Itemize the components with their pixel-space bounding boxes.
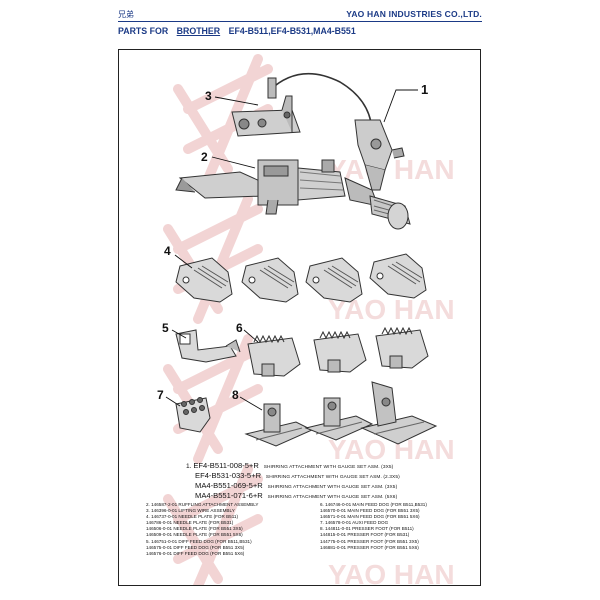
assembly-part-number: EF4-B531-033-5+R <box>195 471 262 480</box>
assembly-description: SHIRRING ATTACHMENT WITH GAUGE SET ASM. … <box>267 495 398 500</box>
parts-list-item: 146576-0-01 DIFF FEED DOG (FOR B551 5X6) <box>146 550 245 556</box>
part-2-ruffling-attachment <box>175 159 411 230</box>
assembly-part-number: EF4-B511-008-5+R <box>193 461 259 470</box>
parts-list-item: 146570-0-01 MAIN FEED DOG (FOR B551 3X5) <box>320 508 420 514</box>
parts-list-item: 146506-0-01 NEEDLE PLATE (FOR B551 3X5) <box>146 526 243 532</box>
part-5-diff-feed-dog <box>175 329 241 363</box>
parts-list-item: 2. 146587-2-01 RUFFLING ATTACHMENT ASSEM… <box>146 502 259 507</box>
parts-list-right: 6. 146746-0-01 MAIN FEED DOG (FOR B511,B… <box>320 502 427 551</box>
parts-list-item: 146881-0-01 PRESSER FOOT (FOR B551 5X6) <box>320 544 419 550</box>
callout-1: 1 <box>421 82 429 97</box>
parts-for-label: PARTS FOR <box>118 26 169 36</box>
parts-list-item: 144775-0-01 PRESSER FOOT (FOR B551 3X5) <box>320 538 419 544</box>
part-7-auxi-feed-dog <box>175 397 211 433</box>
callout-5: 5 <box>162 321 169 335</box>
parts-list-item: 3. 146396-0-01 LIFTING WIRE ASSEMBLY <box>146 508 235 514</box>
parts-list-item: 146509-0-01 NEEDLE PLATE (FOR B551 5X6) <box>146 532 243 538</box>
parts-list-item: 144815-0-01 PRESSER FOOT (FOR B531) <box>320 532 410 538</box>
part-4-needle-plates <box>175 253 427 303</box>
callout-7: 7 <box>157 388 164 402</box>
part-6-main-feed-dogs <box>247 326 429 377</box>
parts-list-item: 146786-0-01 NEEDLE PLATE (FOR B531) <box>146 520 234 526</box>
callout-4: 4 <box>164 244 171 258</box>
assembly-row-4: MA4-B551-071-6+R SHIRRING ATTACHMENT WIT… <box>195 491 397 500</box>
parts-list-item: 7. 146578-0-01 AUXI FEED DOG <box>320 520 389 526</box>
parts-list-item: 5. 146751-0-01 DIFF FEED DOG (FOR B511,B… <box>146 538 252 544</box>
callout-8: 8 <box>232 388 239 402</box>
assembly-number: 1. <box>186 463 192 470</box>
part-1-shirring-attachment <box>267 72 405 191</box>
parts-list-item: 6. 146746-0-01 MAIN FEED DOG (FOR B511,B… <box>320 502 427 507</box>
part-8-presser-feet <box>244 381 438 447</box>
part-3-lifting-wire <box>231 95 301 137</box>
callout-3: 3 <box>205 89 212 103</box>
callout-leaders <box>165 89 418 411</box>
model-list: EF4-B511,EF4-B531,MA4-B551 <box>228 26 356 36</box>
parts-list-left: 2. 146587-2-01 RUFFLING ATTACHMENT ASSEM… <box>146 502 259 557</box>
assembly-part-number: MA4-B551-071-6+R <box>195 491 263 500</box>
assembly-row-3: MA4-B551-069-5+R SHIRRING ATTACHMENT WIT… <box>195 481 397 490</box>
assembly-description: SHIRRING ATTACHMENT WITH GAUGE SET ASM. … <box>263 465 394 470</box>
brand-name: BROTHER <box>176 26 221 36</box>
parts-list-item: 146571-0-01 MAIN FEED DOG (FOR B551 5X6) <box>320 514 420 520</box>
parts-list-item: 4. 146737-0-01 NEEDLE PLATE (FOR B511) <box>146 514 239 520</box>
assembly-part-number: MA4-B551-069-5+R <box>195 481 263 490</box>
parts-list-item: 146575-0-01 DIFF FEED DOG (FOR B551 3X5) <box>146 544 245 550</box>
callout-6: 6 <box>236 321 243 335</box>
assembly-description: SHIRRING ATTACHMENT WITH GAUGE SET ASM. … <box>267 485 398 490</box>
assembly-row-2: EF4-B531-033-5+R SHIRRING ATTACHMENT WIT… <box>195 471 400 480</box>
parts-list-item: 8. 144811-0-01 PRESSER FOOT (FOR B511) <box>320 526 414 532</box>
diagram-frame <box>118 49 481 586</box>
company-name: YAO HAN INDUSTRIES CO.,LTD. <box>346 9 482 19</box>
assembly-description: SHIRRING ATTACHMENT WITH GAUGE SET ASM. … <box>265 475 400 480</box>
parts-for-line: PARTS FOR BROTHER EF4-B511,EF4-B531,MA4-… <box>118 26 356 36</box>
header-chinese-text: 兄弟 <box>118 10 134 19</box>
callout-2: 2 <box>201 150 208 164</box>
assembly-row-1: 1. EF4-B511-008-5+R SHIRRING ATTACHMENT … <box>186 461 393 470</box>
header-rule <box>118 21 482 22</box>
